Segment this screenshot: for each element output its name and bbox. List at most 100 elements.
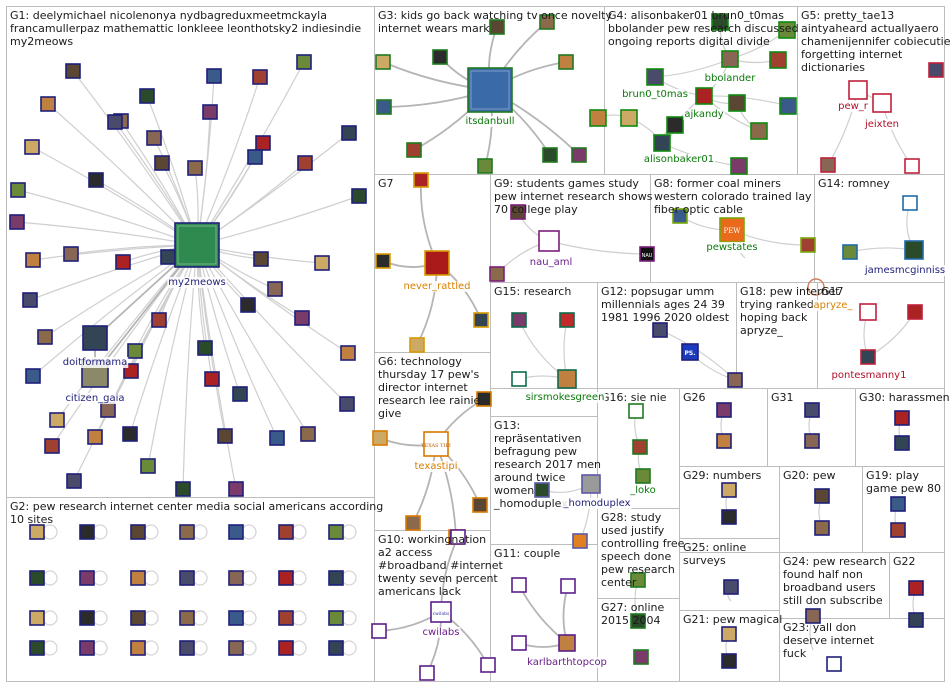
node-g27-member[interactable]: [633, 649, 649, 665]
node-g15-member[interactable]: [511, 312, 527, 328]
node-g7-member[interactable]: [409, 337, 425, 353]
node-g4-member[interactable]: [778, 21, 796, 39]
node-g3-member[interactable]: [539, 14, 555, 30]
node-g1-member[interactable]: [252, 69, 268, 85]
node-g1-member[interactable]: [297, 155, 313, 171]
node-g1-member[interactable]: [240, 297, 256, 313]
node-g22-member[interactable]: [908, 580, 924, 596]
node-g4-member[interactable]: [695, 87, 713, 105]
node-g1-member[interactable]: [202, 104, 218, 120]
node-g1-member[interactable]: [217, 428, 233, 444]
node-g1-member[interactable]: [232, 386, 248, 402]
node-g17-member[interactable]: [859, 303, 877, 321]
node-g9-member[interactable]: [489, 266, 505, 282]
node-g2-member[interactable]: [328, 570, 344, 586]
node-g1-member[interactable]: [24, 139, 40, 155]
node-g6-member[interactable]: [476, 391, 492, 407]
node-g2-member[interactable]: [130, 570, 146, 586]
node-g21-member[interactable]: [721, 626, 737, 642]
node-nau-logo[interactable]: NAU: [639, 246, 655, 262]
node-g14-member[interactable]: [902, 195, 918, 211]
node-g12-member[interactable]: [727, 372, 743, 388]
node-g1-member[interactable]: [314, 255, 330, 271]
node-g1-member[interactable]: [253, 251, 269, 267]
node-g4-member[interactable]: [620, 109, 638, 127]
node-g4-member[interactable]: [711, 13, 729, 31]
node-g31-member[interactable]: [804, 402, 820, 418]
node-g2-member[interactable]: [179, 524, 195, 540]
node-g2-member[interactable]: [179, 610, 195, 626]
node-g1-member[interactable]: [341, 125, 357, 141]
node-g19-member[interactable]: [890, 496, 906, 512]
node-g19-member[interactable]: [890, 522, 906, 538]
node-g2-member[interactable]: [278, 524, 294, 540]
node-g1-member[interactable]: [160, 249, 176, 265]
node-g28-member[interactable]: [630, 572, 646, 588]
node-homoduplex[interactable]: [581, 474, 601, 494]
node-g3-member[interactable]: [542, 147, 558, 163]
node-g2-member[interactable]: [79, 610, 95, 626]
node-g1-member[interactable]: [154, 155, 170, 171]
node-g24-member[interactable]: [805, 608, 821, 624]
node-g4-member[interactable]: [653, 134, 671, 152]
node-g1-member[interactable]: [63, 246, 79, 262]
node-cwilabs[interactable]: cwilabs: [430, 601, 452, 623]
node-g2-member[interactable]: [228, 640, 244, 656]
node-g29-member[interactable]: [721, 509, 737, 525]
node-g1-member[interactable]: [255, 135, 271, 151]
node-g2-member[interactable]: [228, 570, 244, 586]
node-g2-member[interactable]: [328, 524, 344, 540]
node-g14-member[interactable]: [842, 244, 858, 260]
node-g1-member[interactable]: [228, 481, 244, 497]
node-g2-member[interactable]: [130, 640, 146, 656]
node-g1-member[interactable]: [139, 88, 155, 104]
node-g1-member[interactable]: [247, 149, 263, 165]
node-g1-member[interactable]: [22, 292, 38, 308]
node-g3-member[interactable]: [571, 147, 587, 163]
node-g10-member[interactable]: [371, 623, 387, 639]
node-g3-member[interactable]: [376, 99, 392, 115]
node-g4-member[interactable]: [666, 116, 684, 134]
node-g21-member[interactable]: [721, 653, 737, 669]
node-g2-member[interactable]: [278, 640, 294, 656]
node-g4-member[interactable]: [728, 94, 746, 112]
node-g7-member[interactable]: [375, 253, 391, 269]
node-g1-member[interactable]: [88, 172, 104, 188]
node-g2-member[interactable]: [130, 610, 146, 626]
node-g3-member[interactable]: [375, 54, 391, 70]
node-g30-member[interactable]: [894, 435, 910, 451]
node-g17-member[interactable]: [907, 304, 923, 320]
node-ps-logo[interactable]: PS.: [681, 343, 699, 361]
node-g4-member[interactable]: [730, 157, 748, 175]
node-g2-member[interactable]: [328, 610, 344, 626]
node-g5-member[interactable]: [820, 157, 836, 173]
node-g1-member[interactable]: [115, 254, 131, 270]
node-g1-member[interactable]: [37, 329, 53, 345]
node-g6-member[interactable]: [405, 515, 421, 531]
node-never_rattled[interactable]: [424, 250, 450, 276]
node-g7-member[interactable]: [413, 172, 429, 188]
node-g1-member[interactable]: [49, 412, 65, 428]
node-g1-member[interactable]: [25, 368, 41, 384]
node-g1-member[interactable]: [122, 426, 138, 442]
node-pontesmanny1[interactable]: [860, 349, 876, 365]
node-g2-member[interactable]: [179, 570, 195, 586]
node-g1-member[interactable]: [340, 345, 356, 361]
node-g20-member[interactable]: [814, 520, 830, 536]
node-my2meows[interactable]: [174, 222, 220, 268]
node-jeixten[interactable]: [872, 93, 892, 113]
node-g2-member[interactable]: [79, 524, 95, 540]
node-loko[interactable]: [635, 468, 651, 484]
node-g10-member[interactable]: [480, 657, 496, 673]
node-g2-member[interactable]: [130, 524, 146, 540]
node-g11-member[interactable]: [560, 578, 576, 594]
node-g15-member[interactable]: [511, 371, 527, 387]
node-g3-member[interactable]: [432, 49, 448, 65]
node-g13-member[interactable]: [534, 482, 550, 498]
node-texastipi[interactable]: TEXAS TIPI: [421, 431, 451, 457]
node-g1-member[interactable]: [204, 371, 220, 387]
node-g26-member[interactable]: [716, 402, 732, 418]
node-g1-member[interactable]: [40, 96, 56, 112]
node-g29-member[interactable]: [721, 482, 737, 498]
node-g2-member[interactable]: [278, 610, 294, 626]
